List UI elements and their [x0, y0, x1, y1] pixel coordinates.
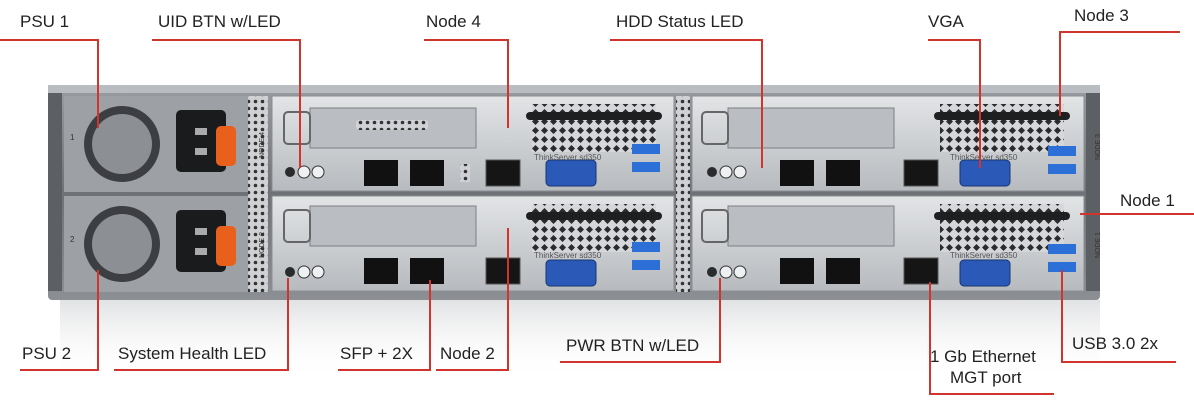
node-2-sfp-port-1 — [364, 258, 398, 284]
callout-line-node2 — [436, 228, 509, 371]
node-3-vga-port — [959, 159, 1011, 187]
callout-usb: USB 3.0 2x — [1072, 334, 1158, 353]
psu-bay: 1 2 — [64, 96, 250, 292]
node-1-power-button[interactable] — [733, 265, 747, 279]
node-2-silkscreen: NODE 2 — [259, 232, 266, 258]
node-2-vga-port — [545, 259, 597, 287]
node-3-sfp-port-1 — [780, 160, 814, 186]
node-1-vga-port — [959, 259, 1011, 287]
node-4-usb-port-1 — [632, 144, 660, 154]
node-3-riser-slot — [727, 107, 895, 149]
center-vent-column — [676, 96, 690, 292]
node-4-usb-port-2 — [632, 162, 660, 172]
callout-pwr-btn: PWR BTN w/LED — [566, 336, 700, 355]
node-1-vent-grille — [940, 204, 1064, 252]
callout-line-vga — [928, 39, 981, 168]
callout-vga: VGA — [928, 12, 964, 31]
node-4-vga-port — [545, 159, 597, 187]
node-1-silkscreen: NODE 1 — [1095, 232, 1102, 258]
callout-ethernet-line1: 1 Gb Ethernet — [930, 347, 1036, 366]
chassis-top-edge — [48, 85, 1100, 93]
callout-hdd-status: HDD Status LED — [616, 12, 744, 31]
callout-sfp: SFP + 2X — [340, 344, 413, 363]
node-1: NODE 1 ThinkServer sd350 — [691, 195, 1102, 292]
callout-uid-btn: UID BTN w/LED — [158, 12, 281, 31]
callout-lines — [0, 31, 1194, 395]
chassis-reflection — [60, 300, 1100, 380]
callout-psu1: PSU 1 — [20, 12, 70, 31]
node-4-mgt-ethernet — [485, 159, 521, 187]
node-4-silkscreen: NODE 4 — [259, 132, 266, 158]
callout-line-sfp — [338, 280, 431, 371]
psu-vent-column — [248, 96, 268, 292]
psu-2-fan-hub — [92, 214, 152, 274]
node-1-riser-slot — [727, 205, 895, 247]
node-4-model-label: ThinkServer sd350 — [534, 153, 602, 162]
callout-psu2: PSU 2 — [22, 344, 72, 363]
node-3-sfp-port-2 — [826, 160, 860, 186]
node-3-usb-port-1 — [1048, 146, 1076, 156]
node-3-power-button[interactable] — [733, 165, 747, 179]
psu-1-fan-hub — [92, 114, 152, 174]
callout-system-health: System Health LED — [118, 344, 267, 363]
node-2-model-label: ThinkServer sd350 — [534, 251, 602, 260]
node-4-sfp-port-1 — [364, 160, 398, 186]
node-1-usb-port-2 — [1048, 262, 1076, 272]
psu-2-silkscreen: 2 — [70, 235, 75, 244]
node-1-uid-button[interactable] — [719, 265, 733, 279]
node-4-uid-button[interactable] — [297, 165, 311, 179]
node-2-usb-port-1 — [632, 242, 660, 252]
callout-node4: Node 4 — [426, 12, 481, 31]
node-1-usb-port-1 — [1048, 244, 1076, 254]
psu-1-handle[interactable] — [216, 126, 236, 166]
node-3-uid-button[interactable] — [719, 165, 733, 179]
node-2: NODE 2 ThinkServer sd350 — [259, 195, 675, 292]
chassis-right-ear — [1086, 93, 1100, 291]
node-1-model-label: ThinkServer sd350 — [950, 251, 1018, 260]
node-2-riser-slot — [309, 205, 477, 247]
callout-line-hdd — [610, 39, 763, 168]
node-4-power-button[interactable] — [311, 165, 325, 179]
node-1-sfp-port-2 — [826, 258, 860, 284]
chassis-left-ear — [48, 93, 62, 291]
callout-line-pwr — [560, 278, 721, 363]
psu-2-power-inlet — [176, 210, 226, 272]
node-2-uid-button[interactable] — [297, 265, 311, 279]
callout-line-usb — [1061, 270, 1176, 363]
node-3-silkscreen: NODE 3 — [1095, 134, 1102, 160]
node-3-usb-port-2 — [1048, 164, 1076, 174]
callout-line-uid — [152, 39, 301, 168]
node-4: NODE 4 ThinkServer sd350 — [259, 95, 675, 192]
node-2-sfp-port-2 — [410, 258, 444, 284]
node-2-system-health-led — [285, 267, 295, 277]
node-3: NODE 3 ThinkServer sd350 — [691, 95, 1102, 192]
callout-line-psu2 — [20, 270, 99, 371]
callout-line-health — [114, 278, 289, 371]
callout-node3: Node 3 — [1074, 6, 1129, 25]
psu-1-power-inlet — [176, 110, 226, 172]
callout-ethernet-line2: MGT port — [950, 368, 1022, 387]
callout-line-node3 — [1059, 31, 1180, 116]
node-1-system-health-led — [707, 267, 717, 277]
callout-line-ethernet — [929, 282, 1054, 395]
callout-line-psu1 — [0, 39, 99, 128]
node-1-sfp-port-1 — [780, 258, 814, 284]
node-2-mgt-ethernet — [485, 257, 521, 285]
callout-node2: Node 2 — [440, 344, 495, 363]
node-3-mgt-ethernet — [903, 159, 939, 187]
node-3-system-health-led — [707, 167, 717, 177]
node-3-model-label: ThinkServer sd350 — [950, 153, 1018, 162]
psu-1-silkscreen: 1 — [70, 133, 75, 142]
node-1-mgt-ethernet — [903, 257, 939, 285]
node-4-system-health-led — [285, 167, 295, 177]
callout-line-node4 — [424, 39, 509, 128]
callout-node1: Node 1 — [1120, 191, 1175, 210]
node-3-vent-grille — [940, 104, 1064, 152]
psu-2-handle[interactable] — [216, 226, 236, 266]
node-2-usb-port-2 — [632, 260, 660, 270]
node-2-power-button[interactable] — [311, 265, 325, 279]
node-4-sfp-port-2 — [410, 160, 444, 186]
